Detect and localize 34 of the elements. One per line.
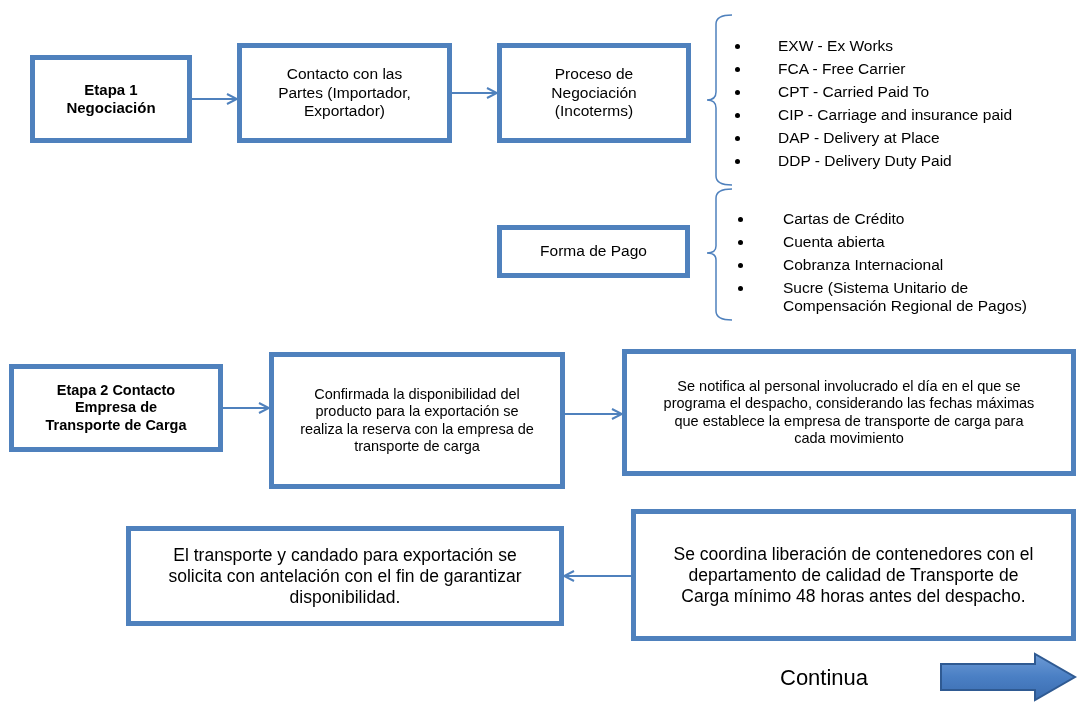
process-box	[237, 43, 452, 143]
process-box	[631, 509, 1076, 641]
box-text: Proceso de Negociación (Incoterms)	[550, 65, 638, 121]
list-item: CIP - Carriage and insurance paid	[778, 106, 1014, 124]
list-item: FCA - Free Carrier	[778, 60, 907, 78]
list-item: Cobranza Internacional	[783, 256, 945, 274]
list-item: DAP - Delivery at Place	[778, 129, 941, 147]
process-box	[126, 526, 564, 626]
list-item: EXW - Ex Works	[778, 37, 895, 55]
box-text: El transporte y candado para exportación se solicita con antelación con el fin de garantizar disponibilidad.	[167, 544, 523, 608]
process-box	[30, 55, 192, 143]
process-box	[269, 352, 565, 489]
arrow	[451, 87, 498, 99]
process-box	[497, 43, 691, 143]
continue-label: Continua	[780, 665, 869, 691]
box-text: Forma de Pago	[540, 242, 647, 261]
process-box	[9, 364, 223, 452]
list-item: Cuenta abierta	[783, 233, 886, 251]
box-text: Etapa 2 Contacto Empresa de Transporte de Carga	[44, 381, 188, 435]
list-item: Sucre (Sistema Unitario de Compensación Regional de Pagos)	[783, 279, 1028, 315]
box-text: Se notifica al personal involucrado el día en el que se programa el despacho, considerando las fechas máximas que establece la empresa de transporte de carga para cada movimiento	[662, 377, 1036, 448]
process-box	[497, 225, 690, 278]
arrow	[191, 93, 238, 105]
process-box	[622, 349, 1076, 476]
list-item: Cartas de Crédito	[783, 210, 906, 228]
list-item: CPT - Carried Paid To	[778, 83, 931, 101]
box-text: Confirmada la disponibilidad del producto para la exportación se realiza la reserva con la empresa de transporte de carga	[299, 385, 535, 456]
box-text: Etapa 1 Negociación	[65, 81, 157, 117]
box-text: Contacto con las Partes (Importador, Exportador)	[277, 65, 412, 121]
box-text: Se coordina liberación de contenedores con el departamento de calidad de Transporte de Carga mínimo 48 horas antes del despacho.	[672, 543, 1035, 607]
arrow	[564, 408, 623, 420]
arrow	[563, 570, 632, 582]
arrow	[222, 402, 270, 414]
list-item: DDP - Delivery Duty Paid	[778, 152, 953, 170]
